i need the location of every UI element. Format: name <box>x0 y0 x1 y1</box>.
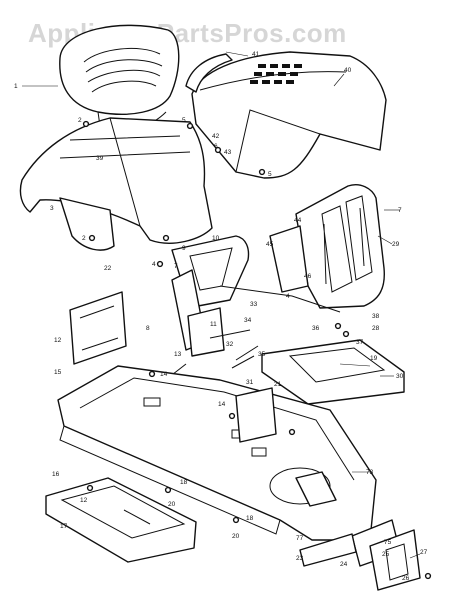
callout-37: 37 <box>356 339 364 346</box>
fasteners <box>82 120 432 580</box>
callout-9: 9 <box>182 245 186 252</box>
callout-18: 18 <box>180 479 188 486</box>
callout-33: 33 <box>250 301 258 308</box>
callout-24: 24 <box>340 561 348 568</box>
callout-18: 18 <box>246 515 254 522</box>
callout-30: 30 <box>396 373 404 380</box>
callout-8: 8 <box>146 325 150 332</box>
callout-27: 27 <box>420 549 428 556</box>
callout-7: 7 <box>174 263 178 270</box>
callout-42: 42 <box>212 133 220 140</box>
callout-32: 32 <box>226 341 234 348</box>
callout-4: 4 <box>286 293 290 300</box>
floor-plate-right[interactable] <box>261 339 405 405</box>
callout-25: 25 <box>382 551 390 558</box>
callout-44: 44 <box>294 217 302 224</box>
floor-board-left[interactable] <box>45 477 197 563</box>
callout-19: 19 <box>370 355 378 362</box>
callout-14: 14 <box>218 401 226 408</box>
callout-13: 13 <box>174 351 182 358</box>
callout-41: 41 <box>252 51 260 58</box>
callout-6: 6 <box>214 143 218 150</box>
shield-plate[interactable] <box>235 387 277 443</box>
seat[interactable] <box>59 24 180 130</box>
callout-73: 73 <box>366 469 374 476</box>
hood[interactable] <box>185 51 387 179</box>
hood-grille-vents <box>250 64 302 84</box>
callout-labels: 1 2 2 3 4 4 5 5 6 7 7 8 9 10 11 12 12 13… <box>14 51 428 582</box>
callout-17: 17 <box>60 523 68 530</box>
callout-23: 23 <box>296 555 304 562</box>
callout-29: 29 <box>392 241 400 248</box>
callout-43: 43 <box>224 149 232 156</box>
callout-7: 7 <box>398 207 402 214</box>
callout-1: 1 <box>14 83 18 90</box>
callout-21: 21 <box>274 381 282 388</box>
callout-36: 36 <box>312 325 320 332</box>
callout-15: 15 <box>54 369 62 376</box>
callout-5: 5 <box>268 171 272 178</box>
front-grille-panel[interactable] <box>269 184 385 309</box>
callout-11: 11 <box>210 321 217 328</box>
callout-38: 38 <box>372 313 380 320</box>
callout-31: 31 <box>246 379 254 386</box>
callout-45: 45 <box>266 241 274 248</box>
dash-bracket[interactable] <box>171 235 250 357</box>
callout-26: 26 <box>402 575 410 582</box>
chassis-frame[interactable] <box>57 365 377 541</box>
callout-leaders <box>22 51 421 559</box>
callout-39: 39 <box>96 155 104 162</box>
callout-34: 34 <box>244 317 252 324</box>
side-bracket[interactable] <box>69 291 127 365</box>
callout-5: 5 <box>182 117 186 124</box>
callout-22: 22 <box>104 265 112 272</box>
callout-20: 20 <box>168 501 176 508</box>
callout-40: 40 <box>344 67 352 74</box>
callout-16: 16 <box>52 471 60 478</box>
callout-77: 77 <box>296 535 304 542</box>
rear-fender[interactable] <box>19 117 213 251</box>
callout-20: 20 <box>232 533 240 540</box>
callout-28: 28 <box>372 325 380 332</box>
callout-14: 14 <box>160 371 168 378</box>
rear-hitch-assembly[interactable] <box>299 519 421 591</box>
callout-46: 46 <box>304 273 312 280</box>
callout-10: 10 <box>212 235 220 242</box>
callout-2: 2 <box>82 235 86 242</box>
callout-3: 3 <box>50 205 54 212</box>
callout-35: 35 <box>258 351 266 358</box>
callout-75: 75 <box>384 539 392 546</box>
callout-2: 2 <box>78 117 82 124</box>
callout-12: 12 <box>80 497 88 504</box>
callout-4: 4 <box>152 261 156 268</box>
callout-12: 12 <box>54 337 62 344</box>
